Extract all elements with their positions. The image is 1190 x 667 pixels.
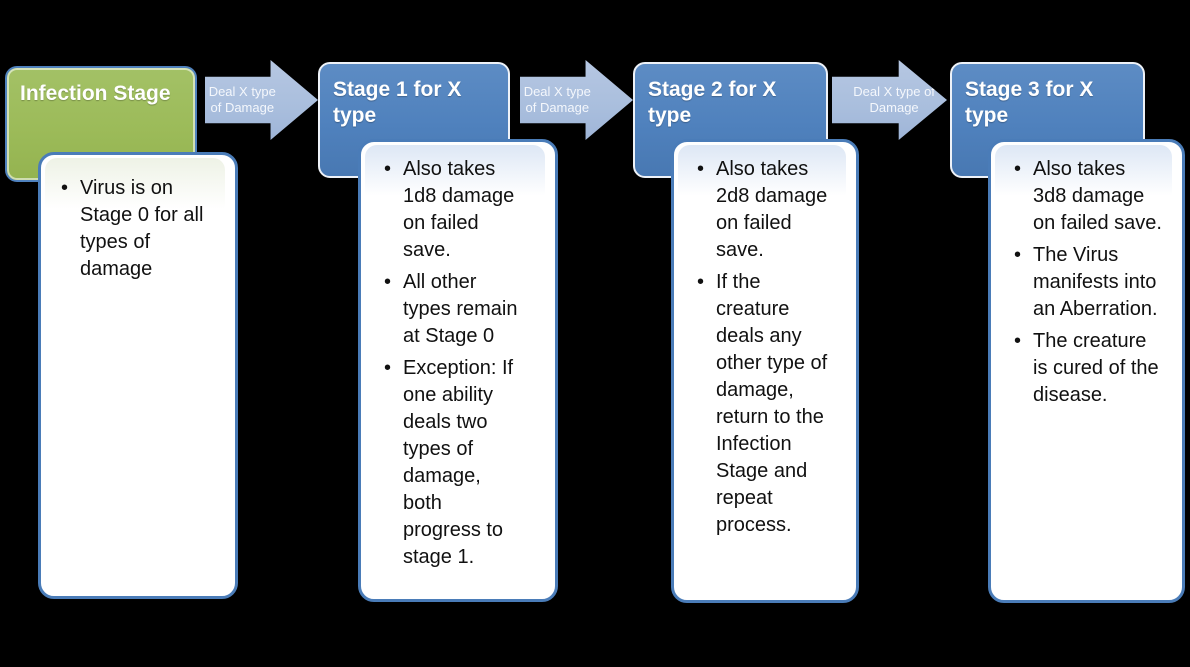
header-label-stage-3: Stage 3 for X type [965,78,1094,127]
bullet-item: If the creature deals any other type of … [697,269,838,539]
bullet-item: All other types remain at Stage 0 [384,269,521,350]
body-box-stage-3: Also takes 3d8 damage on failed save. Th… [988,139,1185,603]
bullet-list-stage-2: Also takes 2d8 damage on failed save. If… [674,142,856,539]
bullet-item: Exception: If one ability deals two type… [384,355,521,571]
body-box-infection-stage: Virus is on Stage 0 for all types of dam… [38,152,238,599]
bullet-item: The creature is cured of the disease. [1014,328,1162,409]
body-box-stage-1: Also takes 1d8 damage on failed save. Al… [358,139,558,602]
bullet-list-infection-stage: Virus is on Stage 0 for all types of dam… [41,155,235,283]
process-arrow-2: Deal X type of Damage [520,60,633,140]
process-arrow-1: Deal X type of Damage [205,60,318,140]
bullet-list-stage-3: Also takes 3d8 damage on failed save. Th… [991,142,1182,409]
bullet-item: Also takes 1d8 damage on failed save. [384,156,521,264]
bullet-list-stage-1: Also takes 1d8 damage on failed save. Al… [361,142,555,571]
bullet-item: Also takes 3d8 damage on failed save. [1014,156,1162,237]
bullet-item: Virus is on Stage 0 for all types of dam… [61,175,219,283]
process-arrow-3: Deal X type of Damage [832,60,947,140]
header-label-stage-2: Stage 2 for X type [648,78,777,127]
process-arrow-3-label: Deal X type of Damage [853,84,935,115]
bullet-item: Also takes 2d8 damage on failed save. [697,156,838,264]
header-label-stage-1: Stage 1 for X type [333,78,462,127]
body-box-stage-2: Also takes 2d8 damage on failed save. If… [671,139,859,603]
process-arrow-1-label: Deal X type of Damage [208,84,276,115]
bullet-item: The Virus manifests into an Aberration. [1014,242,1162,323]
process-arrow-2-label: Deal X type of Damage [523,84,591,115]
header-label-infection-stage: Infection Stage [20,82,171,105]
